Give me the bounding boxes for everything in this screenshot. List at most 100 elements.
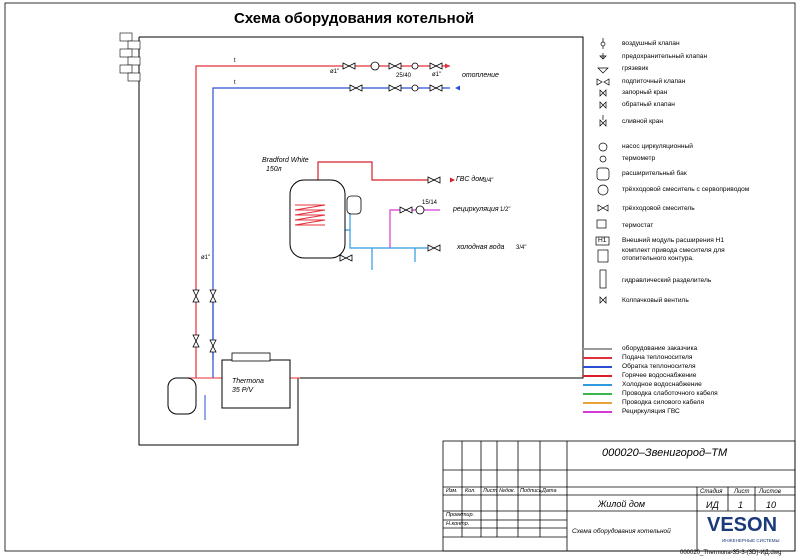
symbol-label: расширительный бак (622, 170, 687, 177)
sheet-value: 1 (738, 500, 744, 510)
expansion-tank-small (346, 195, 362, 215)
symbol-label: обратный клапан (622, 101, 675, 108)
pump-label-2: 15/14 (422, 200, 438, 206)
heating-label: отопление (462, 72, 499, 79)
symbol-label: трёхходовой смеситель с сервоприводом (622, 186, 750, 193)
recirculation-pipe (389, 209, 440, 248)
size-label-2b: 3/4" (516, 245, 527, 251)
size-label-1c: ø1" (201, 255, 211, 261)
symbol-label: трёхходовой смеситель (622, 205, 695, 212)
symbol-label: Внешний модуль расширения H1 (622, 237, 725, 244)
heat-exchanger-coil (294, 204, 326, 226)
file-name: 000020_Thermona-35-3-(3D)-ИД.dwg (680, 550, 782, 556)
cold-water-label: холодная вода (457, 244, 505, 251)
sheet-frame (4, 2, 796, 552)
stamp-col-header: Лист (483, 488, 498, 494)
company-logo: VESON (707, 514, 778, 536)
mixing-valve-icon (597, 204, 609, 212)
stage-header: Стадия (700, 489, 723, 495)
cap-valve-icon (599, 296, 607, 304)
symbol-label: запорный кран (622, 89, 668, 96)
page-title: Схема оборудования котельной (234, 10, 475, 27)
circulation-pump-icon (598, 142, 608, 152)
company-logo-subtitle: ИНЖЕНЕРНЫЕ СИСТЕМЫ (722, 538, 780, 543)
cold-water-pipe (329, 229, 440, 258)
line-legend-label: Проводка силового кабеля (622, 399, 705, 406)
symbol-label: гидравлический разделитель (622, 277, 712, 284)
symbol-label: насос циркуляционный (622, 143, 693, 150)
object-name: Жилой дом (598, 499, 645, 509)
symbol-label: комплект привода смесителя для отопитель… (622, 247, 725, 262)
sheet-title: Схема оборудования котельной (572, 528, 671, 535)
check-valve-icon (599, 101, 607, 109)
expansion-tank-large (167, 377, 197, 415)
line-legend-label: оборудование заказчика (622, 345, 698, 352)
symbol-label: подпиточный клапан (622, 78, 686, 85)
line-legend-label: Обратка теплоносителя (622, 363, 696, 370)
recirculation-label: рециркуляция (453, 206, 499, 213)
line-legend-label: Проводка слаботочного кабеля (622, 390, 718, 397)
hot-water-label: ГВС дом (456, 176, 484, 183)
sheet-header: Лист (734, 489, 750, 495)
sheets-header: Листов (759, 489, 781, 495)
pump-label: 25/40 (396, 73, 412, 79)
symbol-label: воздушный клапан (622, 40, 680, 47)
stamp-col-header: №док. (499, 488, 516, 494)
tank-label-2: 150л (266, 166, 282, 173)
symbol-label: термостат (622, 222, 654, 229)
safety-valve-icon (599, 53, 607, 60)
size-label-3: 1/2" (500, 207, 511, 213)
size-label-1: ø1" (330, 69, 340, 75)
line-legend-label: Холодное водоснабжение (622, 381, 702, 388)
expansion-tank-icon (596, 167, 610, 181)
line-legend-swatches (583, 348, 612, 413)
sheets-value: 10 (766, 500, 777, 510)
boiler (221, 359, 291, 409)
temp-mark-2: t (234, 80, 236, 86)
stage-value: ИД (706, 500, 719, 510)
symbol-label: сливной кран (622, 118, 664, 125)
temp-mark-1: t (234, 58, 236, 64)
drain-valve-icon (599, 115, 607, 127)
water-heater-tank (289, 179, 346, 259)
stamp-col-header: Дата (542, 488, 557, 494)
size-label-1b: ø1" (432, 72, 442, 78)
symbol-label: термометр (622, 155, 656, 162)
stamp-col-header: Кол. (465, 488, 476, 494)
symbol-icons (595, 38, 610, 304)
row-label-designer: Проектир. (446, 512, 475, 518)
make-up-valve-icon (596, 78, 610, 86)
module-h1-icon (595, 236, 610, 246)
project-code: 000020–Звенигород–ТМ (602, 447, 728, 459)
boiler-label-2: 35 P/V (232, 387, 254, 394)
thermometer-icon (599, 155, 607, 163)
symbol-label: грязевик (622, 65, 649, 72)
symbol-label: Колпачковый вентиль (622, 297, 689, 304)
brick-wall (119, 32, 141, 82)
size-label-2: 3/4" (483, 178, 494, 184)
valves (192, 61, 443, 353)
title-block (442, 440, 796, 552)
line-legend-label: Горячее водоснабжение (622, 372, 697, 379)
mixer-drive-kit-icon (597, 249, 609, 263)
thermostat-icon (596, 219, 607, 229)
hot-water-pipe (317, 161, 440, 185)
air-valve-icon (600, 38, 606, 49)
stamp-col-header: Подпись (520, 488, 542, 494)
boiler-label-1: Thermona (232, 378, 264, 385)
servo-mixing-valve-icon (597, 184, 609, 196)
shutoff-valve-icon (599, 89, 607, 97)
stamp-col-header: Изм. (446, 488, 458, 494)
symbol-code-module-h1-icon: H1 (598, 237, 607, 244)
supply-pipe (195, 65, 450, 378)
strainer-icon (597, 67, 609, 74)
room-outline (138, 36, 584, 446)
tank-label-1: Bradford White (262, 157, 309, 164)
hydraulic-separator-icon (599, 269, 607, 289)
line-legend-label: Подача теплоносителя (622, 354, 693, 361)
return-pipe (212, 87, 450, 378)
line-legend-label: Рециркуляция ГВС (622, 408, 680, 415)
symbol-label: предохранительный клапан (622, 53, 708, 60)
